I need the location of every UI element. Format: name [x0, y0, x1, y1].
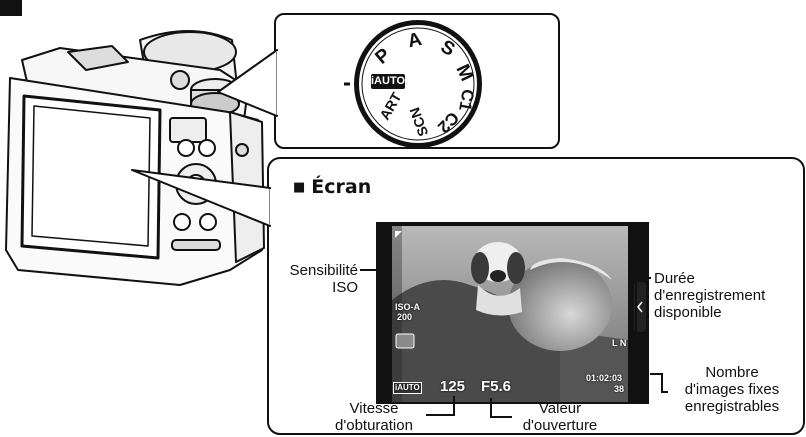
osd-shot-count: 38	[614, 384, 625, 394]
osd-iso-bottom: 200	[397, 312, 413, 322]
label-count-line3: enregistrables	[684, 398, 780, 415]
osd-iso-top: ISO-A	[395, 302, 421, 312]
label-iso: Sensibilité ISO	[276, 262, 358, 296]
label-aperture-line1: Valeur	[538, 400, 582, 417]
lcd-photo	[376, 222, 649, 404]
osd-quality: L N	[612, 338, 627, 348]
label-duration: Durée d'enregistrement disponible	[654, 270, 802, 321]
leader-aperture	[490, 398, 512, 418]
label-duration-line3: disponible	[654, 304, 722, 321]
label-count-line2: d'images fixes	[684, 381, 780, 398]
label-duration-line1: Durée	[654, 270, 695, 287]
osd-aperture: F5.6	[481, 378, 512, 395]
corner-marker	[0, 0, 22, 16]
label-aperture-line2: d'ouverture	[522, 417, 598, 434]
leader-lines	[360, 269, 668, 418]
label-aperture: Valeur d'ouverture	[510, 400, 610, 434]
label-shutter: Vitesse d'obturation	[322, 400, 426, 434]
dial-mode-iautO: iAUTO	[371, 74, 406, 89]
mode-dial	[354, 20, 482, 148]
leader-shutter	[426, 396, 455, 416]
label-count: Nombre d'images fixes enregistrables	[664, 364, 800, 415]
label-iso-line1: Sensibilité	[289, 262, 358, 279]
screen-heading: ■ Écran	[293, 176, 371, 198]
osd-shutter: 125	[440, 378, 466, 395]
screen-heading-text: Écran	[311, 176, 372, 198]
leader-duration	[635, 277, 651, 383]
label-shutter-line1: Vitesse	[349, 400, 399, 417]
camera-illustration	[5, 30, 265, 286]
leader-iso	[360, 269, 383, 298]
label-count-line1: Nombre	[705, 364, 759, 381]
osd-record-time: 01:02:03	[586, 373, 623, 383]
heading-square-icon: ■	[293, 180, 306, 195]
dial-mode-c1: C1	[455, 87, 478, 113]
label-iso-line2: ISO	[332, 279, 358, 296]
label-shutter-line2: d'obturation	[335, 417, 413, 434]
osd-mode-badge: iAUTO	[393, 382, 422, 394]
leader-count	[650, 373, 668, 393]
label-duration-line2: d'enregistrement	[654, 287, 766, 304]
